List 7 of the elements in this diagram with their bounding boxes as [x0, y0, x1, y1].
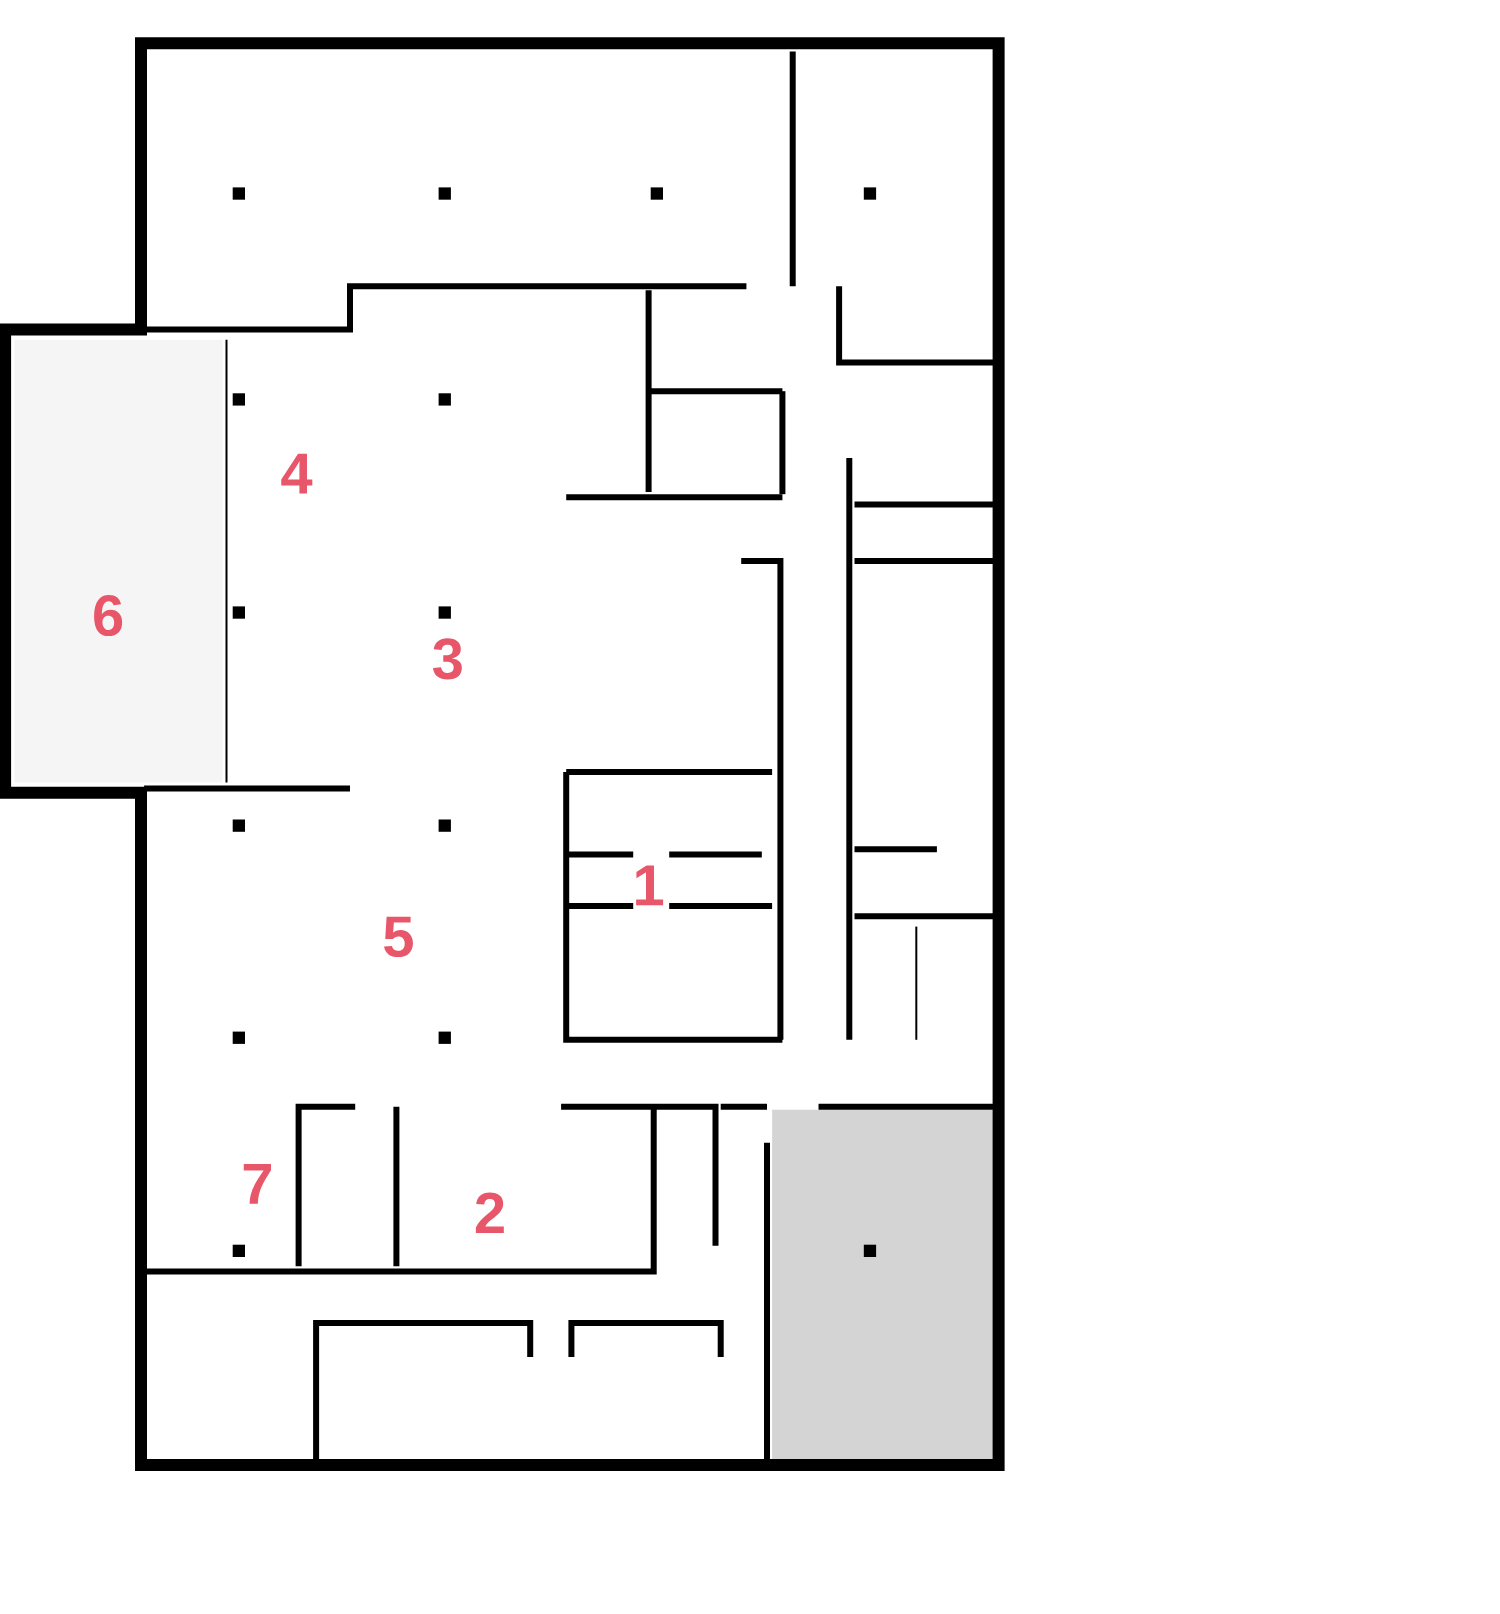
callout-number: 7 — [243, 1163, 271, 1204]
callout-number: 2 — [475, 1192, 504, 1234]
callout-number: 5 — [384, 916, 413, 958]
callout-number: 6 — [94, 595, 123, 637]
callout-number: 1 — [636, 865, 664, 906]
callout-number: 4 — [281, 453, 313, 494]
callout-number: 3 — [433, 638, 462, 680]
